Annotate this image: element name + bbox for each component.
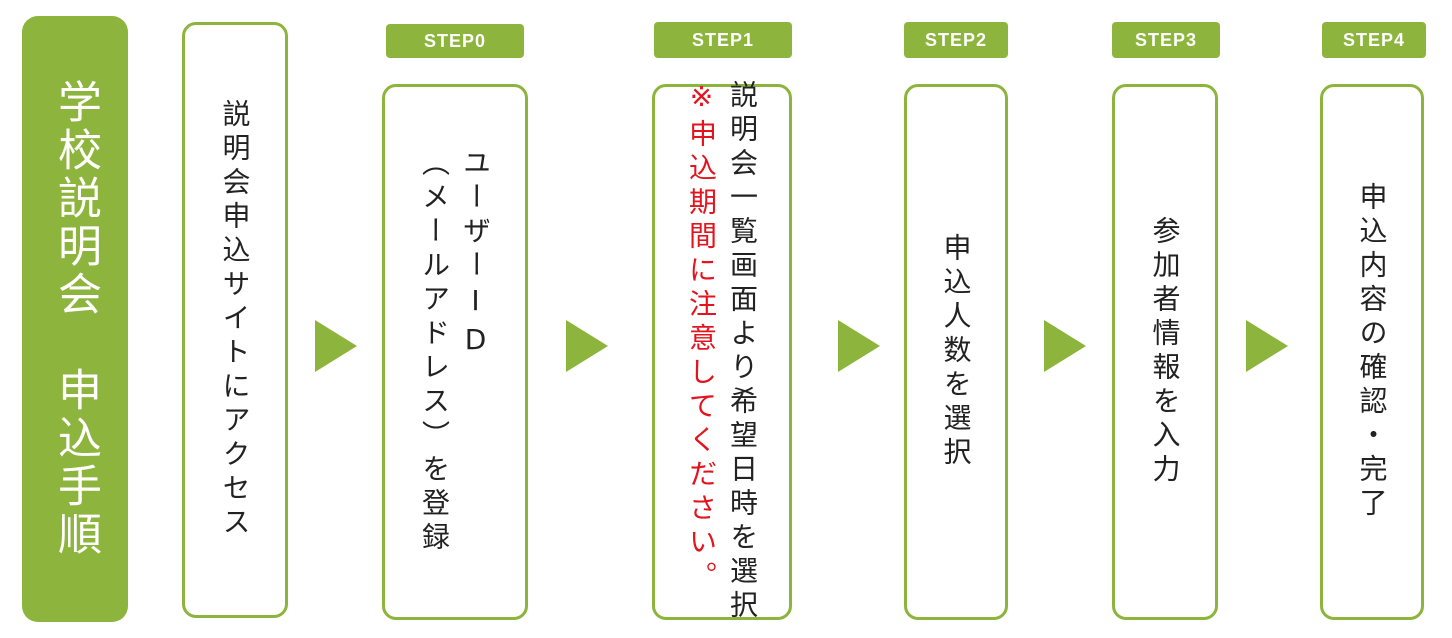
triangle-right-icon	[1246, 320, 1288, 372]
step1-box: 説明会一覧画面より希望日時を選択 ※申込期間に注意してください。	[652, 80, 792, 624]
step0-line-2: （メールアドレス）を登録	[418, 148, 451, 556]
step4-text: 申込内容の確認・完了	[1355, 182, 1389, 522]
triangle-right-icon	[838, 320, 880, 372]
step0-box: ユーザーID （メールアドレス）を登録	[382, 84, 528, 620]
step2-label: STEP2	[904, 22, 1008, 58]
step4-box: 申込内容の確認・完了	[1320, 84, 1424, 620]
step1-note: ※申込期間に注意してください。	[685, 80, 718, 595]
step2-box: 申込人数を選択	[904, 84, 1008, 620]
intro-box: 説明会申込サイトにアクセス	[182, 22, 288, 618]
step3-box: 参加者情報を入力	[1112, 84, 1218, 620]
step4-label: STEP4	[1322, 22, 1426, 58]
step3-label: STEP3	[1112, 22, 1220, 58]
step3-text: 参加者情報を入力	[1148, 216, 1182, 488]
triangle-right-icon	[315, 320, 357, 372]
step0-line-1: ユーザーID	[459, 148, 492, 362]
step0-label: STEP0	[386, 24, 524, 58]
triangle-right-icon	[566, 320, 608, 372]
diagram-title: 学校説明会 申込手順	[50, 79, 101, 559]
step1-line-1: 説明会一覧画面より希望日時を選択	[726, 80, 759, 624]
intro-text: 説明会申込サイトにアクセス	[218, 99, 252, 541]
triangle-right-icon	[1044, 320, 1086, 372]
step1-label: STEP1	[654, 22, 792, 58]
step1-text-columns: 説明会一覧画面より希望日時を選択 ※申込期間に注意してください。	[684, 80, 760, 624]
title-block: 学校説明会 申込手順	[22, 16, 128, 622]
step2-text: 申込人数を選択	[939, 233, 973, 471]
step0-text-columns: ユーザーID （メールアドレス）を登録	[417, 148, 493, 556]
